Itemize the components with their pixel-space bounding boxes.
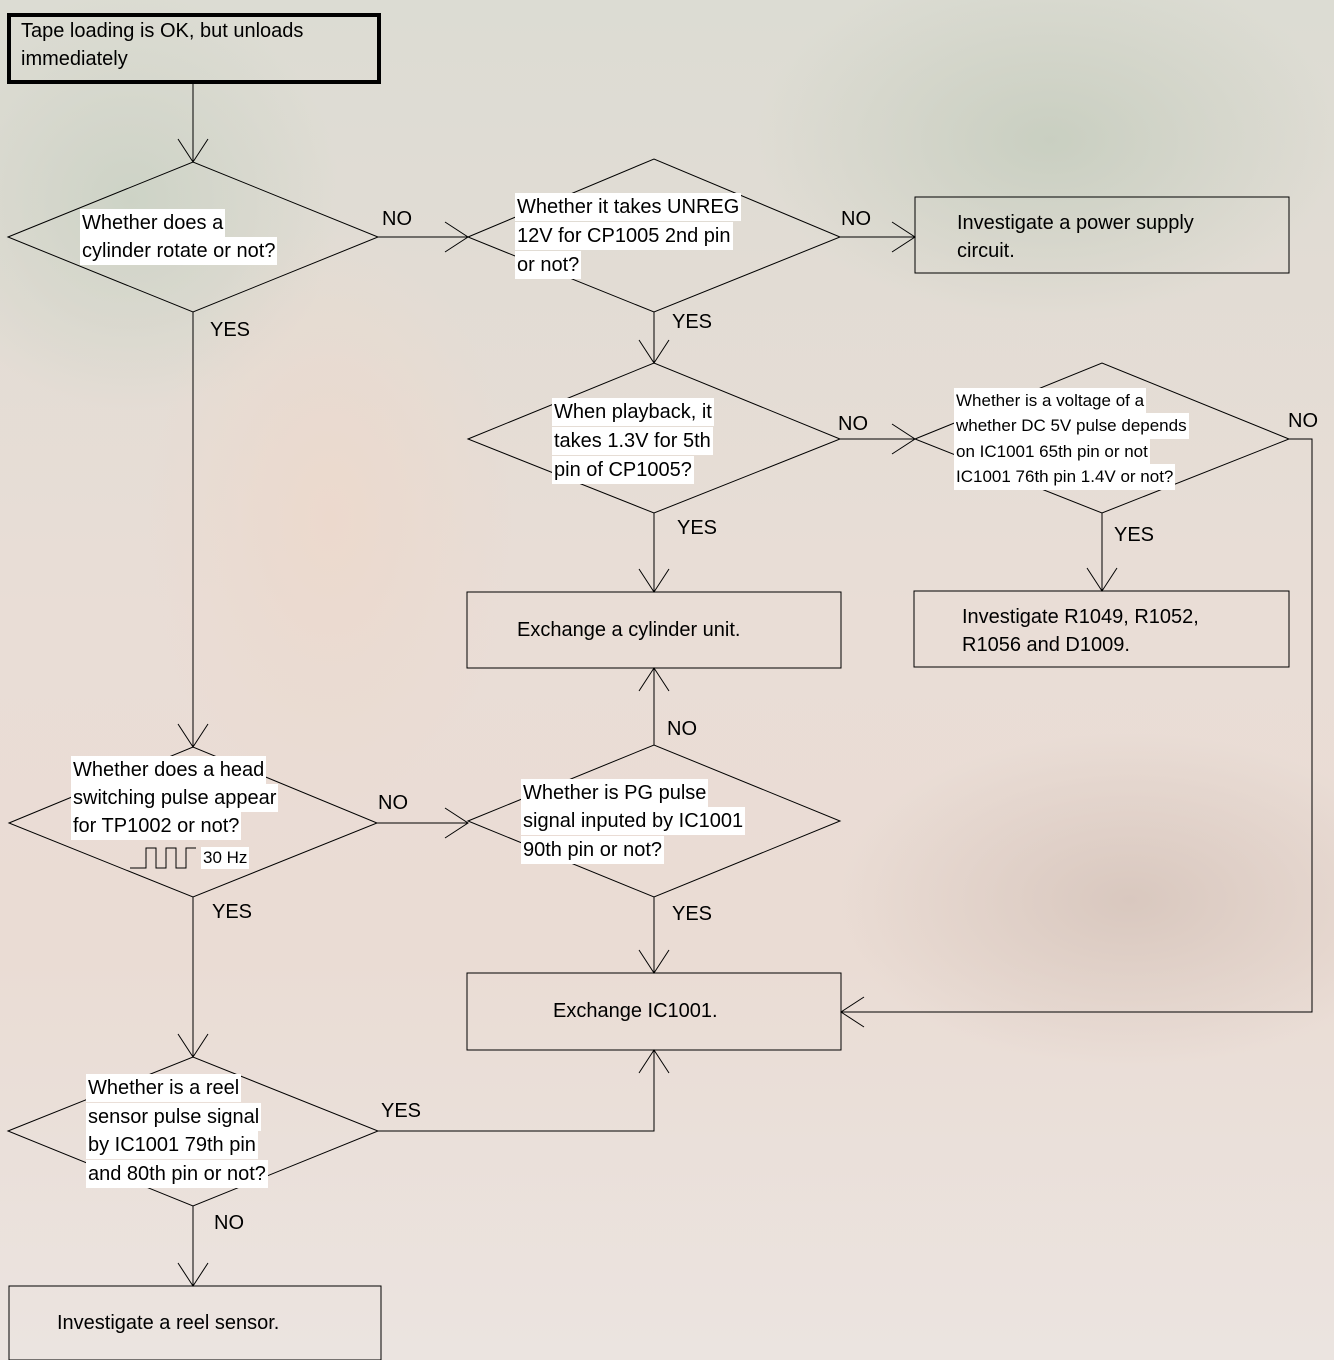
q-dc5v-line1: Whether is a voltage of a (954, 388, 1147, 414)
q-playback-line2: takes 1.3V for 5th (552, 427, 713, 455)
a-reel-sensor-label: Investigate a reel sensor. (57, 1312, 280, 1334)
q-dc5v-line4: IC1001 76th pin 1.4V or not? (954, 464, 1176, 490)
pulse-waveform-icon (130, 847, 196, 869)
q-dc5v-line2: whether DC 5V pulse depends (954, 413, 1189, 439)
a-resistors-line1: Investigate R1049, R1052, (962, 606, 1199, 628)
a-power-supply-box (914, 196, 1290, 274)
a-ic1001-label: Exchange IC1001. (553, 1000, 718, 1022)
q-pg-pulse-line1: Whether is PG pulse (521, 779, 709, 807)
edge-pg-no: NO (667, 718, 697, 740)
start-node-frame (7, 13, 381, 84)
q-unreg-line3: or not? (515, 251, 582, 279)
start-node-line1: Tape loading is OK, but unloads (21, 20, 304, 42)
edge-cylinder-yes: YES (210, 319, 251, 341)
q-cylinder-line2: cylinder rotate or not? (80, 237, 278, 265)
q-dc5v-line3: on IC1001 65th pin or not (954, 439, 1150, 465)
q-head-switch-line1: Whether does a head (71, 756, 267, 784)
q-pg-pulse-line3: 90th pin or not? (521, 836, 664, 864)
q-pg-pulse-diamond (466, 744, 842, 898)
edge-playback-yes: YES (677, 517, 718, 539)
q-head-switch-line3: for TP1002 or not? (71, 812, 242, 840)
edge-dc5v-no: NO (1288, 410, 1318, 432)
q-head-switch-freq: 30 Hz (201, 847, 250, 869)
edge-head-yes: YES (212, 901, 253, 923)
a-power-supply-line2: circuit. (957, 240, 1015, 262)
q-reel-sensor-line4: and 80th pin or not? (86, 1160, 268, 1188)
q-unreg-line1: Whether it takes UNREG (515, 193, 742, 221)
a-reel-sensor-box (8, 1285, 382, 1360)
q-head-switch-line2: switching pulse appear (71, 784, 279, 812)
q-unreg-line2: 12V for CP1005 2nd pin (515, 222, 733, 250)
a-resistors-line2: R1056 and D1009. (962, 634, 1130, 656)
q-pg-pulse-line2: signal inputed by IC1001 (521, 807, 746, 835)
q-reel-sensor-line1: Whether is a reel (86, 1074, 242, 1102)
edge-pg-yes: YES (672, 903, 713, 925)
q-playback-line3: pin of CP1005? (552, 456, 694, 484)
edge-reel-no: NO (214, 1212, 244, 1234)
q-cylinder-line1: Whether does a (80, 209, 226, 237)
a-cylinder-unit-label: Exchange a cylinder unit. (517, 619, 741, 641)
edge-playback-no: NO (838, 413, 868, 435)
edge-dc5v-yes: YES (1114, 524, 1155, 546)
start-node-line2: immediately (21, 48, 128, 70)
edge-cylinder-no: NO (382, 208, 412, 230)
edge-unreg-yes: YES (672, 311, 713, 333)
a-power-supply-line1: Investigate a power supply (957, 212, 1194, 234)
edge-unreg-no: NO (841, 208, 871, 230)
q-reel-sensor-line3: by IC1001 79th pin (86, 1131, 258, 1159)
edge-reel-yes: YES (381, 1100, 422, 1122)
q-playback-line1: When playback, it (552, 398, 714, 426)
edge-head-no: NO (378, 792, 408, 814)
q-reel-sensor-line2: sensor pulse signal (86, 1103, 262, 1131)
